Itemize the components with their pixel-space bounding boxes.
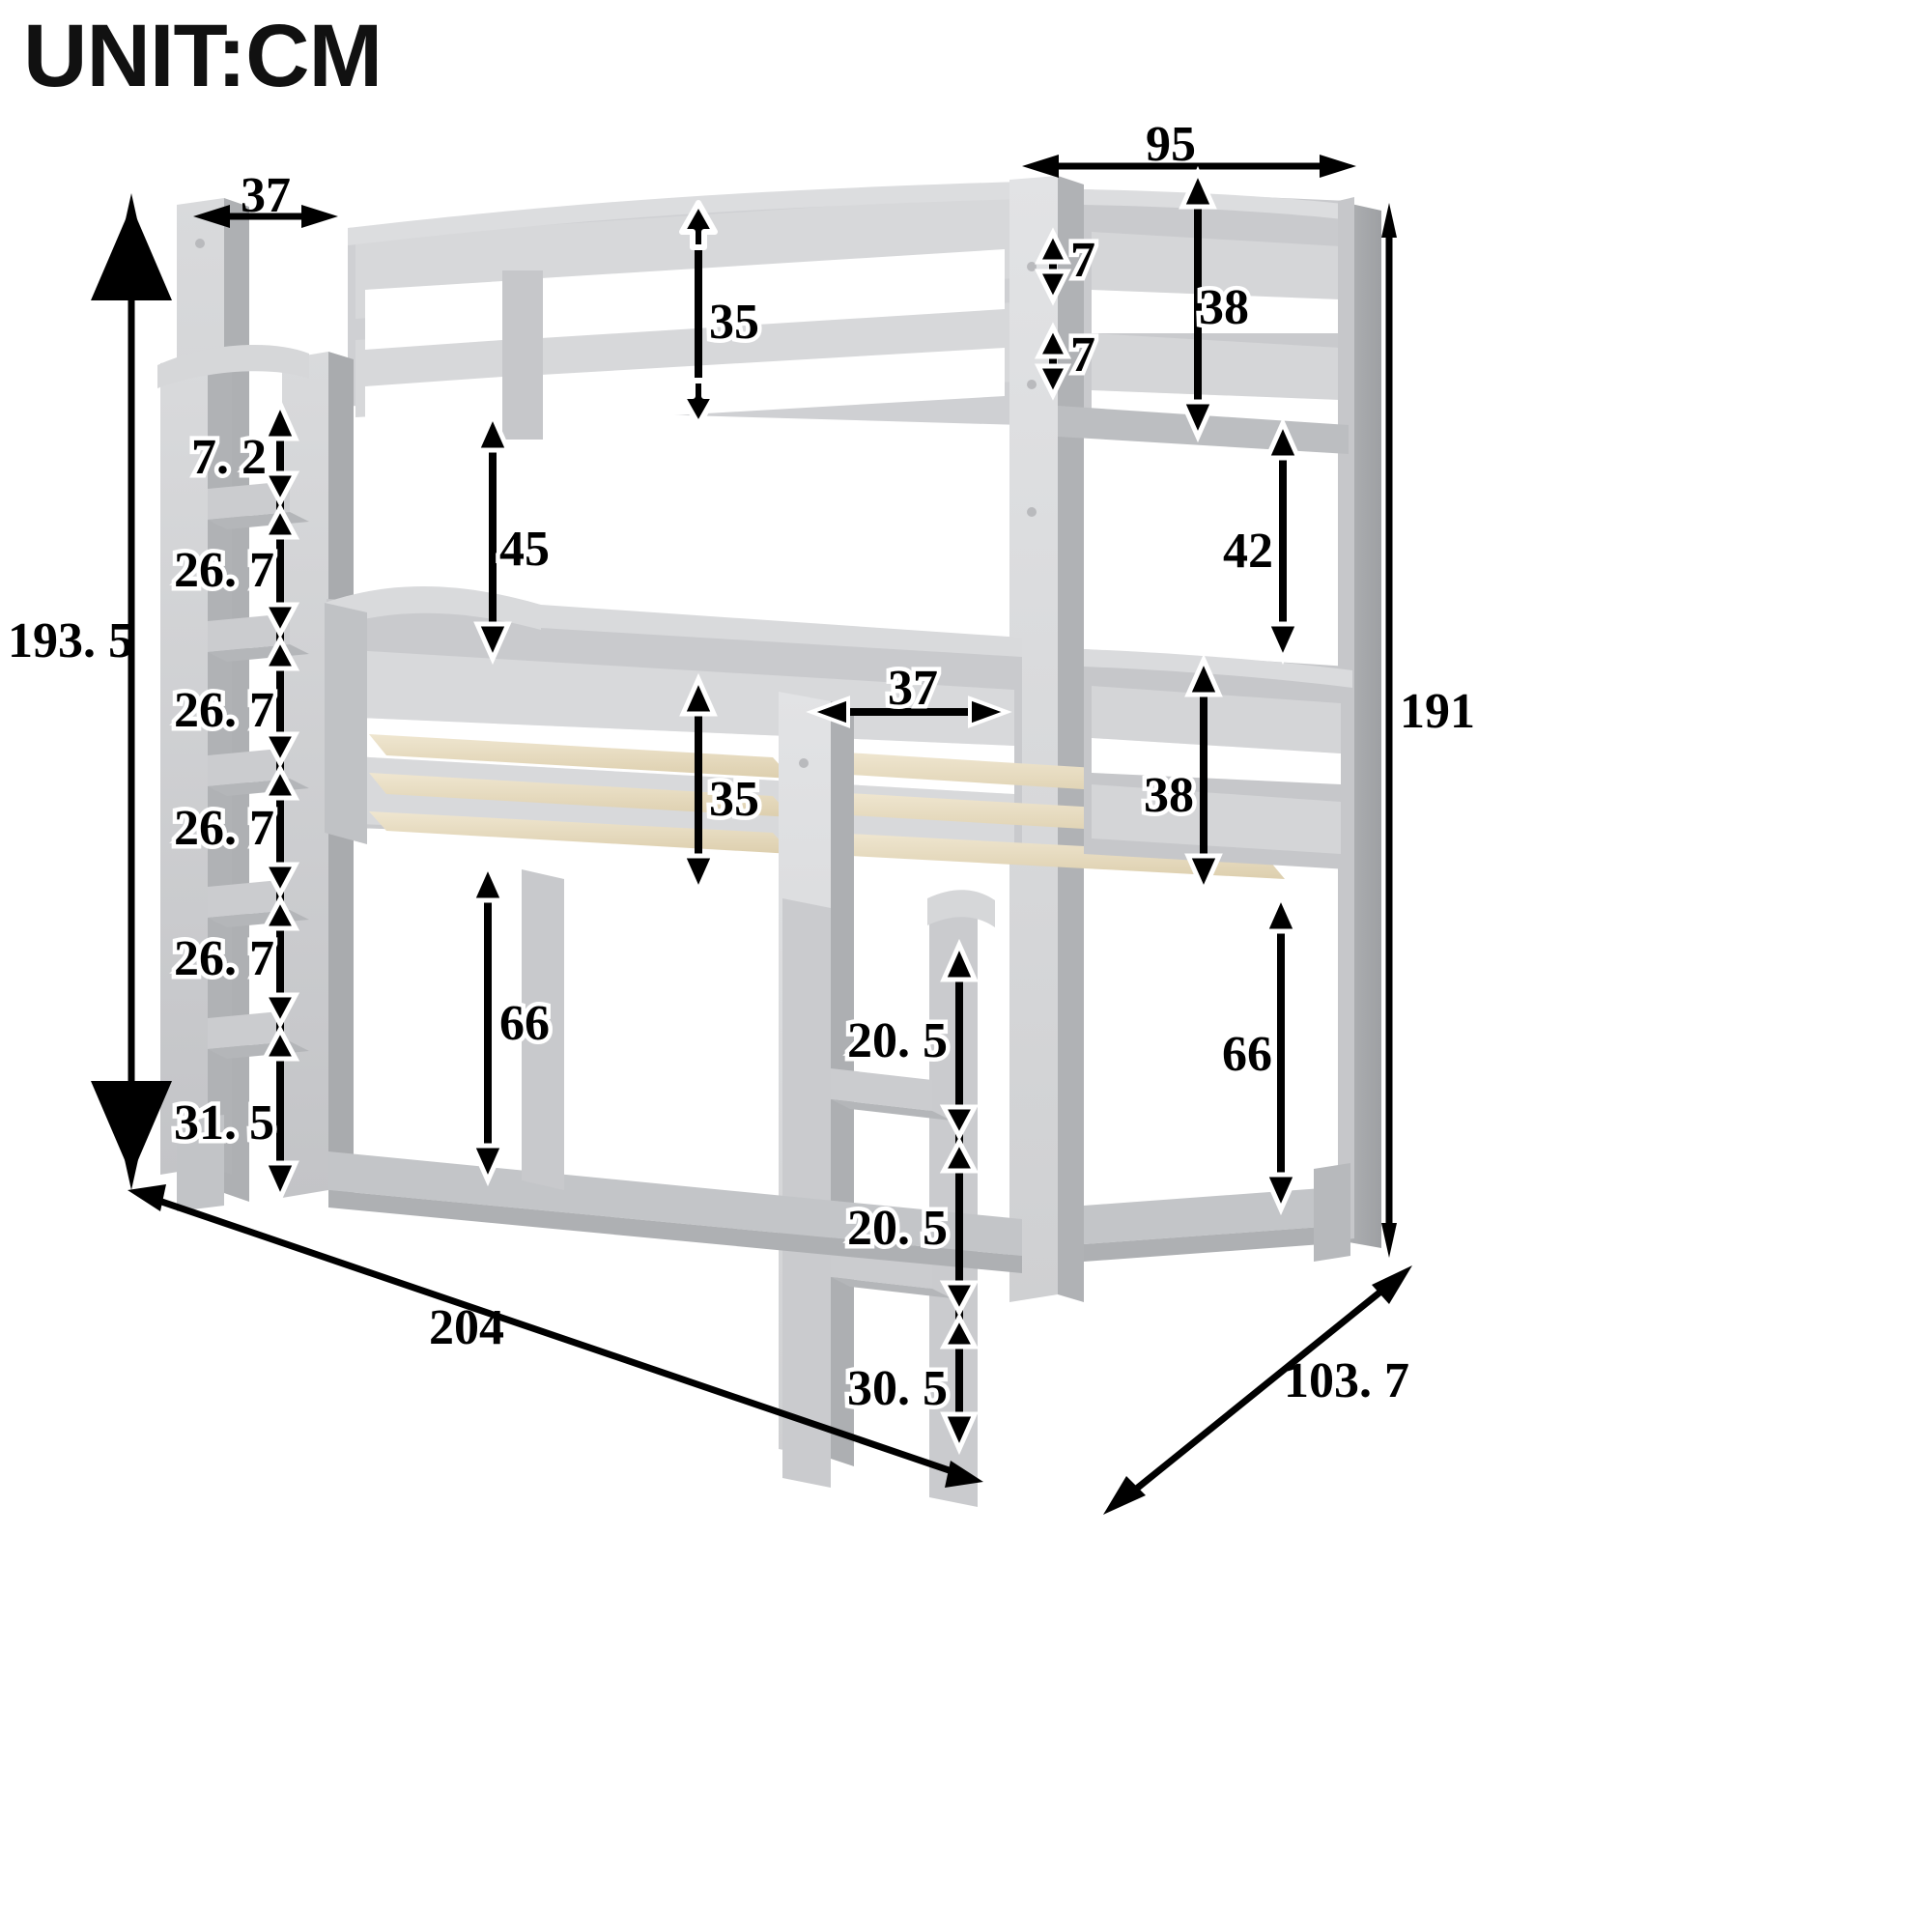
dimension-label-d-26-7-d: 26. 7 [170,929,279,988]
top-right-post [1009,176,1084,1302]
dimension-label-d-45: 45 [496,520,554,579]
dimension-label-d-66-left: 66 [496,994,554,1053]
dimension-label-d-35-mid: 35 [705,770,764,829]
dimension-label-d-103-7: 103. 7 [1284,1353,1409,1408]
lower-bed-front-rail [328,1151,1022,1273]
middle-bunk-guardrail-right [1084,649,1352,869]
dimension-label-d-7-upper: 7 [1066,231,1100,290]
dimension-label-d-66-right: 66 [1218,1025,1277,1084]
dimension-label-d-42: 42 [1219,522,1278,581]
dimension-label-d-26-7-a: 26. 7 [170,541,279,600]
dimension-label-d-191: 191 [1400,684,1475,739]
dimension-label-d-95: 95 [1146,117,1196,172]
dimension-label-d-26-7-c: 26. 7 [170,799,279,858]
dimension-lines [91,155,1412,1515]
dimension-label-d-38-top: 38 [1195,278,1254,337]
dimension-label-d-7-lower: 7 [1066,326,1100,384]
page-title: UNIT:CM [23,7,383,105]
dimension-label-d-37-top: 37 [241,168,291,223]
lower-left-leg [177,1115,224,1211]
bed-frame-group [157,176,1381,1507]
dimension-label-d-20-5-lower: 20. 5 [843,1199,952,1258]
lower-right-rear-leg [1314,1163,1350,1262]
dimension-label-d-26-7-b: 26. 7 [170,681,279,740]
dimension-label-d-30-5: 30. 5 [843,1359,952,1418]
dimension-label-d-35-top: 35 [705,293,764,352]
top-bunk-guardrail-back [348,182,1022,440]
dimension-label-d-7-2: 7. 2 [187,428,271,487]
dimension-label-d-31-5: 31. 5 [170,1094,279,1152]
dimension-label-d-37-mid: 37 [884,659,943,718]
dimension-label-d-20-5-upper: 20. 5 [843,1011,952,1070]
dimension-label-d-38-mid: 38 [1140,766,1199,825]
dimension-label-d-204: 204 [429,1300,504,1355]
middle-support-leg [522,869,564,1190]
dimension-label-d-193-5: 193. 5 [8,613,133,668]
